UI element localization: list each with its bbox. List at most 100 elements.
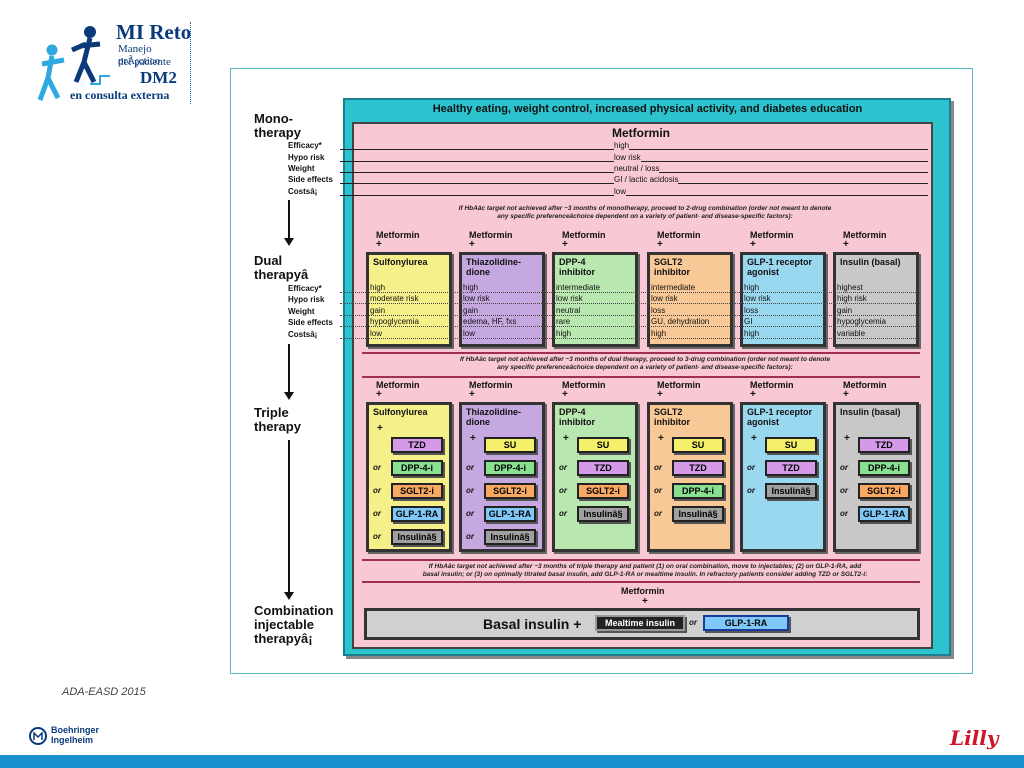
triple-plus: +: [562, 389, 568, 400]
triple-option-pill: Insulinâ§: [577, 506, 629, 522]
triple-card-plus: +: [658, 433, 664, 444]
boehringer-logo: Boehringer Ingelheim: [28, 724, 108, 748]
mono-value: low risk: [614, 153, 641, 162]
triple-option-pill: GLP-1-RA: [391, 506, 443, 522]
note-dual: If HbAâc target not achieved after ~3 mo…: [380, 356, 910, 372]
dual-value: high: [463, 283, 479, 292]
separator-triple-2: [362, 581, 920, 583]
mono-value: low: [614, 187, 627, 196]
triple-option-pill: Insulinâ§: [391, 529, 443, 545]
dual-value: gain: [463, 306, 479, 315]
stage-mono-text: Mono- therapy: [254, 111, 301, 140]
dual-side-label: Efficacy*: [288, 284, 322, 293]
triple-option-pill: SGLT2-i: [577, 483, 629, 499]
dual-value: low: [463, 329, 476, 338]
dual-value: high: [744, 329, 760, 338]
triple-card-title: Sulfonylurea: [373, 407, 428, 417]
triple-or: or: [840, 486, 848, 495]
dual-card-title: SGLT2 inhibitor: [654, 257, 690, 277]
triple-or: or: [373, 532, 381, 541]
triple-card-plus: +: [751, 433, 757, 444]
note-triple: If HbAâc target not achieved after ~3 mo…: [370, 563, 920, 579]
triple-or: or: [654, 509, 662, 518]
dual-metformin: Metformin: [657, 230, 701, 240]
logo-line2: del paciente: [118, 56, 171, 68]
arrow-3-head: [284, 592, 294, 600]
triple-option-pill: Insulinâ§: [672, 506, 724, 522]
mono-row-line: [340, 195, 928, 196]
dual-row-line: [340, 315, 920, 316]
dual-value: low risk: [463, 294, 490, 303]
dual-value: edema, HF, fxs: [463, 317, 517, 326]
source-citation: ADA-EASD 2015: [62, 686, 146, 698]
stage-triple-text: Triple therapy: [254, 405, 301, 434]
dual-value: variable: [837, 329, 866, 338]
dual-metformin: Metformin: [562, 230, 606, 240]
mono-value: GI / lactic acidosis: [614, 175, 679, 184]
triple-or: or: [559, 509, 567, 518]
note-mono-l1: If HbAâc target not achieved after ~3 mo…: [458, 205, 832, 212]
mono-value: high: [614, 141, 630, 150]
triple-or: or: [840, 509, 848, 518]
dual-metformin: Metformin: [843, 230, 887, 240]
dual-plus: +: [376, 239, 382, 250]
dual-plus: +: [657, 239, 663, 250]
dual-side-label: Costsâ¡: [288, 330, 318, 339]
triple-or: or: [747, 463, 755, 472]
dual-value: gain: [370, 306, 386, 315]
dual-value: low risk: [651, 294, 678, 303]
note-mono-l2: any specific preferenceâchoice dependent…: [497, 213, 793, 220]
dual-metformin: Metformin: [750, 230, 794, 240]
triple-card-title: GLP-1 receptor agonist: [747, 407, 813, 427]
triple-card-plus: +: [563, 433, 569, 444]
mono-side-label: Side effects: [288, 175, 333, 184]
dual-plus: +: [562, 239, 568, 250]
mono-title: Metformin: [612, 126, 670, 140]
footer-band: [0, 755, 1024, 768]
dual-value: low risk: [744, 294, 771, 303]
note-triple-l2: basal insulin; or (3) on optimally titra…: [422, 571, 868, 578]
triple-option-pill: SU: [484, 437, 536, 453]
arrow-2: [288, 344, 290, 394]
triple-or: or: [559, 463, 567, 472]
dual-value: neutral: [556, 306, 581, 315]
triple-metformin: Metformin: [469, 380, 513, 390]
triple-card-title: Insulin (basal): [840, 407, 901, 417]
triple-option-pill: SU: [672, 437, 724, 453]
triple-plus: +: [657, 389, 663, 400]
triple-or: or: [466, 486, 474, 495]
triple-metformin: Metformin: [657, 380, 701, 390]
arrow-1-head: [284, 238, 294, 246]
dual-value: hypoglycemia: [837, 317, 886, 326]
triple-or: or: [466, 532, 474, 541]
triple-plus: +: [750, 389, 756, 400]
mono-side-label: Costsâ¡: [288, 187, 318, 196]
dual-value: hypoglycemia: [370, 317, 419, 326]
triple-metformin: Metformin: [562, 380, 606, 390]
boehringer-line1: Boehringer: [51, 725, 100, 735]
triple-option-pill: SGLT2-i: [484, 483, 536, 499]
dual-row-line: [340, 338, 920, 339]
arrow-2-head: [284, 392, 294, 400]
dual-value: gain: [837, 306, 853, 315]
dual-value: moderate risk: [370, 294, 419, 303]
inner-panel: [352, 122, 933, 649]
dual-card-title: Thiazolidine- dione: [466, 257, 521, 277]
triple-or: or: [747, 486, 755, 495]
triple-option-pill: GLP-1-RA: [484, 506, 536, 522]
triple-metformin: Metformin: [376, 380, 420, 390]
dual-value: high: [370, 283, 386, 292]
triple-metformin: Metformin: [843, 380, 887, 390]
triple-option-pill: TZD: [391, 437, 443, 453]
triple-or: or: [466, 463, 474, 472]
dual-value: intermediate: [556, 283, 601, 292]
note-dual-l2: any specific preferenceâchoice dependent…: [497, 364, 793, 371]
triple-option-pill: Insulinâ§: [484, 529, 536, 545]
combo-metformin: Metformin: [621, 586, 665, 596]
note-mono: If HbAâc target not achieved after ~3 mo…: [380, 205, 910, 221]
mi-reto-logo: MI Reto Manejo prÃ¡ctico del paciente DM…: [30, 20, 195, 106]
triple-option-pill: TZD: [858, 437, 910, 453]
